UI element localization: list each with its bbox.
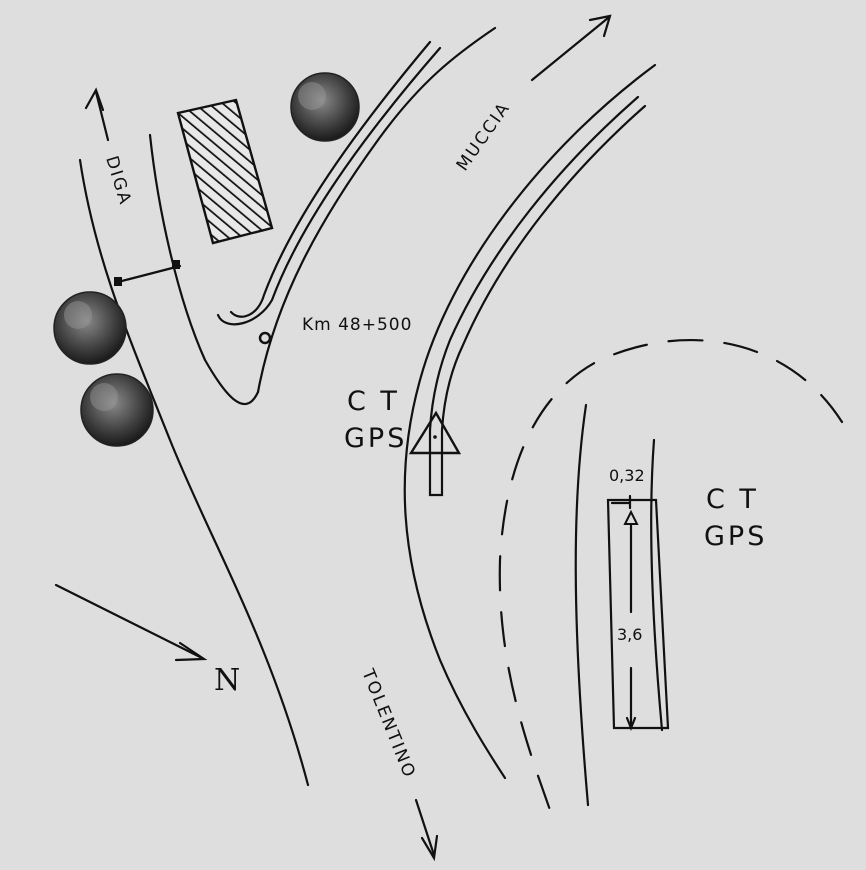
km-marker-label: Km 48+500 [302, 315, 412, 335]
diga-arrow-head [84, 87, 105, 112]
diga-road-inner-edge [148, 133, 260, 406]
lane-strip-outer [428, 95, 647, 497]
north-label: N [214, 663, 240, 698]
muccia-label: MUCCIA [453, 98, 515, 175]
main-road-left-edge [403, 63, 657, 780]
tolentino-arrow-head [420, 834, 439, 862]
culvert-end-right [172, 260, 180, 269]
diga-road-outer-edge [78, 158, 310, 787]
diga-label: DIGA [101, 154, 135, 209]
dimension-length-label: 3,6 [617, 625, 642, 644]
culvert-end-left [114, 277, 122, 286]
right-lane-edge-1 [574, 403, 590, 807]
station-1-line1: C T [347, 386, 400, 417]
station-point-1 [433, 435, 437, 439]
north-arrow-head [174, 641, 208, 662]
tree-left-upper [53, 291, 127, 365]
culvert-line [116, 264, 182, 284]
station-2-line2: GPS [704, 521, 767, 552]
muccia-arrow-shaft [530, 16, 610, 82]
junction-island-edge [256, 26, 497, 394]
dimension-length-arrowhead [625, 716, 637, 731]
tolentino-arrow-shaft [414, 798, 436, 857]
building [176, 98, 274, 245]
dimension-width-label: 0,32 [609, 466, 645, 485]
station-2-line1: C T [706, 484, 759, 515]
north-arrow-shaft [54, 583, 204, 660]
station-triangle-1 [408, 410, 462, 455]
km-marker-point [258, 331, 272, 345]
ramp-lane [216, 46, 442, 326]
diga-arrow-shaft [94, 90, 110, 142]
tree-top [290, 72, 360, 142]
right-lane-edge-2 [650, 438, 664, 732]
tolentino-label: TOLENTINO [357, 665, 419, 781]
station-triangle-2 [623, 509, 639, 525]
muccia-arrow-head [588, 14, 612, 38]
ramp-lane-inner [229, 40, 432, 318]
station-1-line2: GPS [344, 423, 407, 454]
tree-left-lower [80, 373, 154, 447]
measurement-strip [606, 498, 670, 730]
dashed-lane-edge [498, 338, 844, 812]
